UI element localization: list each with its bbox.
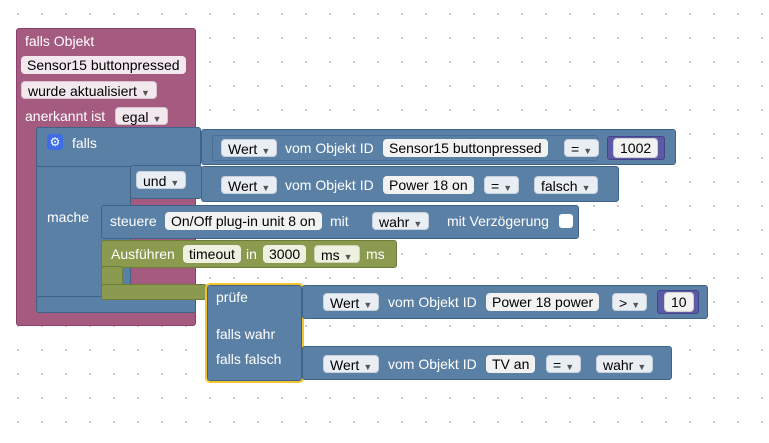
condition-2-value-dropdown[interactable]: falsch▼ [534, 176, 598, 194]
ack-label: anerkannt ist [25, 108, 106, 124]
condition-3-object-field[interactable]: Power 18 power [486, 293, 600, 311]
ternary-block[interactable] [205, 283, 304, 383]
ternary-falls-wahr-label: falls wahr [216, 326, 276, 342]
timeout-unit: ms [321, 247, 340, 263]
timeout-name-field[interactable]: timeout [183, 245, 241, 263]
if-mache-label: mache [47, 209, 90, 225]
control-value-dropdown[interactable]: wahr▼ [372, 212, 430, 230]
timeout-label: Ausführen [111, 246, 175, 262]
timeout-block-arm [101, 266, 123, 286]
gear-icon[interactable]: ⚙ [47, 134, 63, 150]
delay-checkbox[interactable] [559, 214, 573, 228]
chevron-down-icon: ▼ [413, 219, 423, 229]
chevron-down-icon: ▼ [363, 300, 373, 310]
chevron-down-icon: ▼ [343, 252, 353, 262]
condition-3-value-field[interactable]: 10 [664, 292, 694, 312]
condition-4-wert: Wert [330, 357, 360, 373]
chevron-down-icon: ▼ [631, 300, 641, 310]
chevron-down-icon: ▼ [170, 178, 180, 188]
condition-4-wert-dropdown[interactable]: Wert▼ [323, 355, 380, 373]
condition-3-op: > [619, 295, 628, 311]
condition-3-wert-dropdown[interactable]: Wert▼ [323, 293, 380, 311]
event-title: falls Objekt [25, 33, 95, 49]
chevron-down-icon: ▼ [152, 114, 162, 124]
condition-3-op-dropdown[interactable]: >▼ [612, 293, 648, 311]
ternary-falls-falsch-label: falls falsch [216, 351, 282, 367]
control-value: wahr [379, 214, 410, 230]
if-block-top-row [36, 127, 201, 167]
condition-1-wert-dropdown[interactable]: Wert▼ [221, 139, 278, 157]
condition-2-vom-label: vom Objekt ID [285, 177, 374, 193]
condition-2-wert-dropdown[interactable]: Wert▼ [221, 176, 278, 194]
event-object-field[interactable]: Sensor15 buttonpressed [21, 56, 186, 74]
control-mit-label: mit [330, 213, 349, 229]
condition-3-vom-label: vom Objekt ID [388, 294, 477, 310]
condition-4-value: wahr [603, 357, 634, 373]
chevron-down-icon: ▼ [140, 88, 150, 98]
chevron-down-icon: ▼ [581, 183, 591, 193]
und-dropdown[interactable]: und▼ [136, 171, 187, 189]
condition-4-value-dropdown[interactable]: wahr▼ [596, 355, 654, 373]
timeout-block-bottom [101, 284, 207, 300]
condition-1-object-field[interactable]: Sensor15 buttonpressed [383, 139, 548, 157]
event-trigger-dropdown[interactable]: wurde aktualisiert▼ [21, 81, 157, 99]
condition-2-op-dropdown[interactable]: =▼ [484, 176, 520, 194]
condition-1-op-dropdown[interactable]: =▼ [564, 139, 600, 157]
control-steuere-label: steuere [110, 213, 157, 229]
timeout-unit-dropdown[interactable]: ms▼ [314, 245, 360, 263]
chevron-down-icon: ▼ [261, 183, 271, 193]
condition-4-vom-label: vom Objekt ID [388, 356, 477, 372]
chevron-down-icon: ▼ [363, 362, 373, 372]
condition-1-vom-label: vom Objekt ID [285, 140, 374, 156]
condition-1-value-field[interactable]: 1002 [613, 138, 659, 158]
chevron-down-icon: ▼ [637, 362, 647, 372]
condition-2-op: = [491, 178, 500, 194]
condition-2-wert: Wert [228, 178, 258, 194]
chevron-down-icon: ▼ [503, 183, 513, 193]
condition-4-op-dropdown[interactable]: =▼ [546, 355, 582, 373]
timeout-amount-field[interactable]: 3000 [263, 245, 307, 263]
timeout-in-label: in [246, 246, 257, 262]
chevron-down-icon: ▼ [565, 362, 575, 372]
timeout-unit-suffix: ms [366, 246, 385, 262]
control-object-field[interactable]: On/Off plug-in unit 8 on [165, 212, 322, 230]
und-value: und [143, 173, 167, 189]
condition-1-op: = [571, 141, 580, 157]
ack-value: egal [122, 109, 149, 125]
condition-4-op: = [553, 357, 562, 373]
event-trigger-value: wurde aktualisiert [28, 83, 137, 99]
chevron-down-icon: ▼ [583, 146, 593, 156]
ack-dropdown[interactable]: egal▼ [115, 107, 169, 125]
condition-2-value: falsch [541, 178, 578, 194]
control-delay-label: mit Verzögerung [447, 213, 549, 229]
chevron-down-icon: ▼ [261, 146, 271, 156]
condition-1-wert: Wert [228, 141, 258, 157]
condition-4-object-field[interactable]: TV an [486, 355, 536, 373]
if-falls-label: falls [72, 135, 97, 151]
ternary-pruefe-label: prüfe [216, 289, 248, 305]
condition-3-wert: Wert [330, 295, 360, 311]
condition-2-object-field[interactable]: Power 18 on [383, 176, 474, 194]
